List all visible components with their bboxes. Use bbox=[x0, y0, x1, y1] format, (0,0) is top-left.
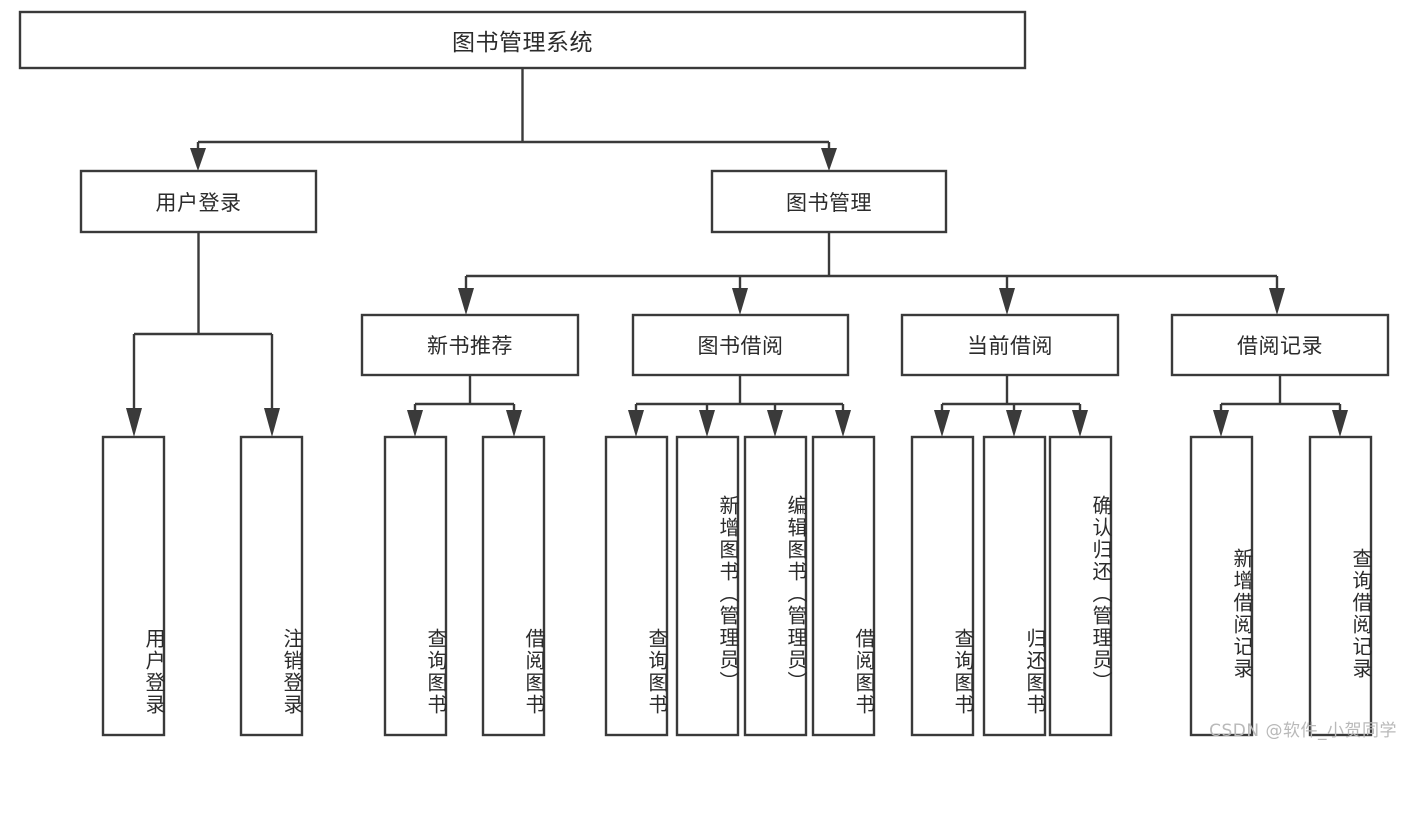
node-box-borrow-record[interactable] bbox=[1170, 313, 1390, 377]
leaf-box-user-login[interactable] bbox=[101, 435, 166, 737]
arrowhead-current-borrow bbox=[999, 288, 1015, 315]
leaf-box-query-book-1[interactable] bbox=[383, 435, 448, 737]
arrowhead-leaf-user-logout bbox=[264, 408, 280, 437]
arrowhead-leaf-query-book-1 bbox=[407, 410, 423, 437]
leaf-box-query-book-2[interactable] bbox=[604, 435, 669, 737]
arrowhead-leaf-edit-book bbox=[767, 410, 783, 437]
leaf-box-add-record[interactable] bbox=[1189, 435, 1254, 737]
arrowhead-borrow-record bbox=[1269, 288, 1285, 315]
arrowhead-book-mgmt bbox=[821, 148, 837, 171]
csdn-watermark: CSDN @软件_小贺同学 bbox=[1209, 721, 1397, 741]
leaf-box-confirm-return[interactable] bbox=[1048, 435, 1113, 737]
arrowhead-leaf-query-book-2 bbox=[628, 410, 644, 437]
leaf-box-query-book-3[interactable] bbox=[910, 435, 975, 737]
leaf-box-add-book[interactable] bbox=[675, 435, 740, 737]
node-box-new-book-rec[interactable] bbox=[360, 313, 580, 377]
leaf-box-borrow-book-1[interactable] bbox=[481, 435, 546, 737]
arrowhead-book-borrow bbox=[732, 288, 748, 315]
leaf-box-borrow-book-2[interactable] bbox=[811, 435, 876, 737]
arrowhead-leaf-return-book bbox=[1006, 410, 1022, 437]
tree-connector-layer bbox=[18, 10, 1390, 737]
arrowhead-leaf-confirm-return bbox=[1072, 410, 1088, 437]
org-chart-diagram: 图书管理系统 用户登录 图书管理 新书推荐 图书借阅 当前借阅 借阅记录 用户登… bbox=[18, 10, 1397, 741]
node-box-root[interactable] bbox=[18, 10, 1027, 70]
leaf-box-query-record[interactable] bbox=[1308, 435, 1373, 737]
leaf-box-user-logout[interactable] bbox=[239, 435, 304, 737]
arrowhead-leaf-query-record bbox=[1332, 410, 1348, 437]
leaf-box-edit-book[interactable] bbox=[743, 435, 808, 737]
arrowhead-leaf-borrow-book-1 bbox=[506, 410, 522, 437]
node-box-current-borrow[interactable] bbox=[900, 313, 1120, 377]
leaf-box-return-book[interactable] bbox=[982, 435, 1047, 737]
node-box-book-borrow[interactable] bbox=[631, 313, 850, 377]
arrowhead-new-book-rec bbox=[458, 288, 474, 315]
arrowhead-leaf-borrow-book-2 bbox=[835, 410, 851, 437]
arrowhead-leaf-user-login bbox=[126, 408, 142, 437]
arrowhead-user-login bbox=[190, 148, 206, 171]
arrowhead-leaf-add-record bbox=[1213, 410, 1229, 437]
arrowhead-leaf-add-book bbox=[699, 410, 715, 437]
node-box-book-mgmt[interactable] bbox=[710, 169, 948, 234]
arrowhead-leaf-query-book-3 bbox=[934, 410, 950, 437]
node-box-user-login[interactable] bbox=[79, 169, 318, 234]
